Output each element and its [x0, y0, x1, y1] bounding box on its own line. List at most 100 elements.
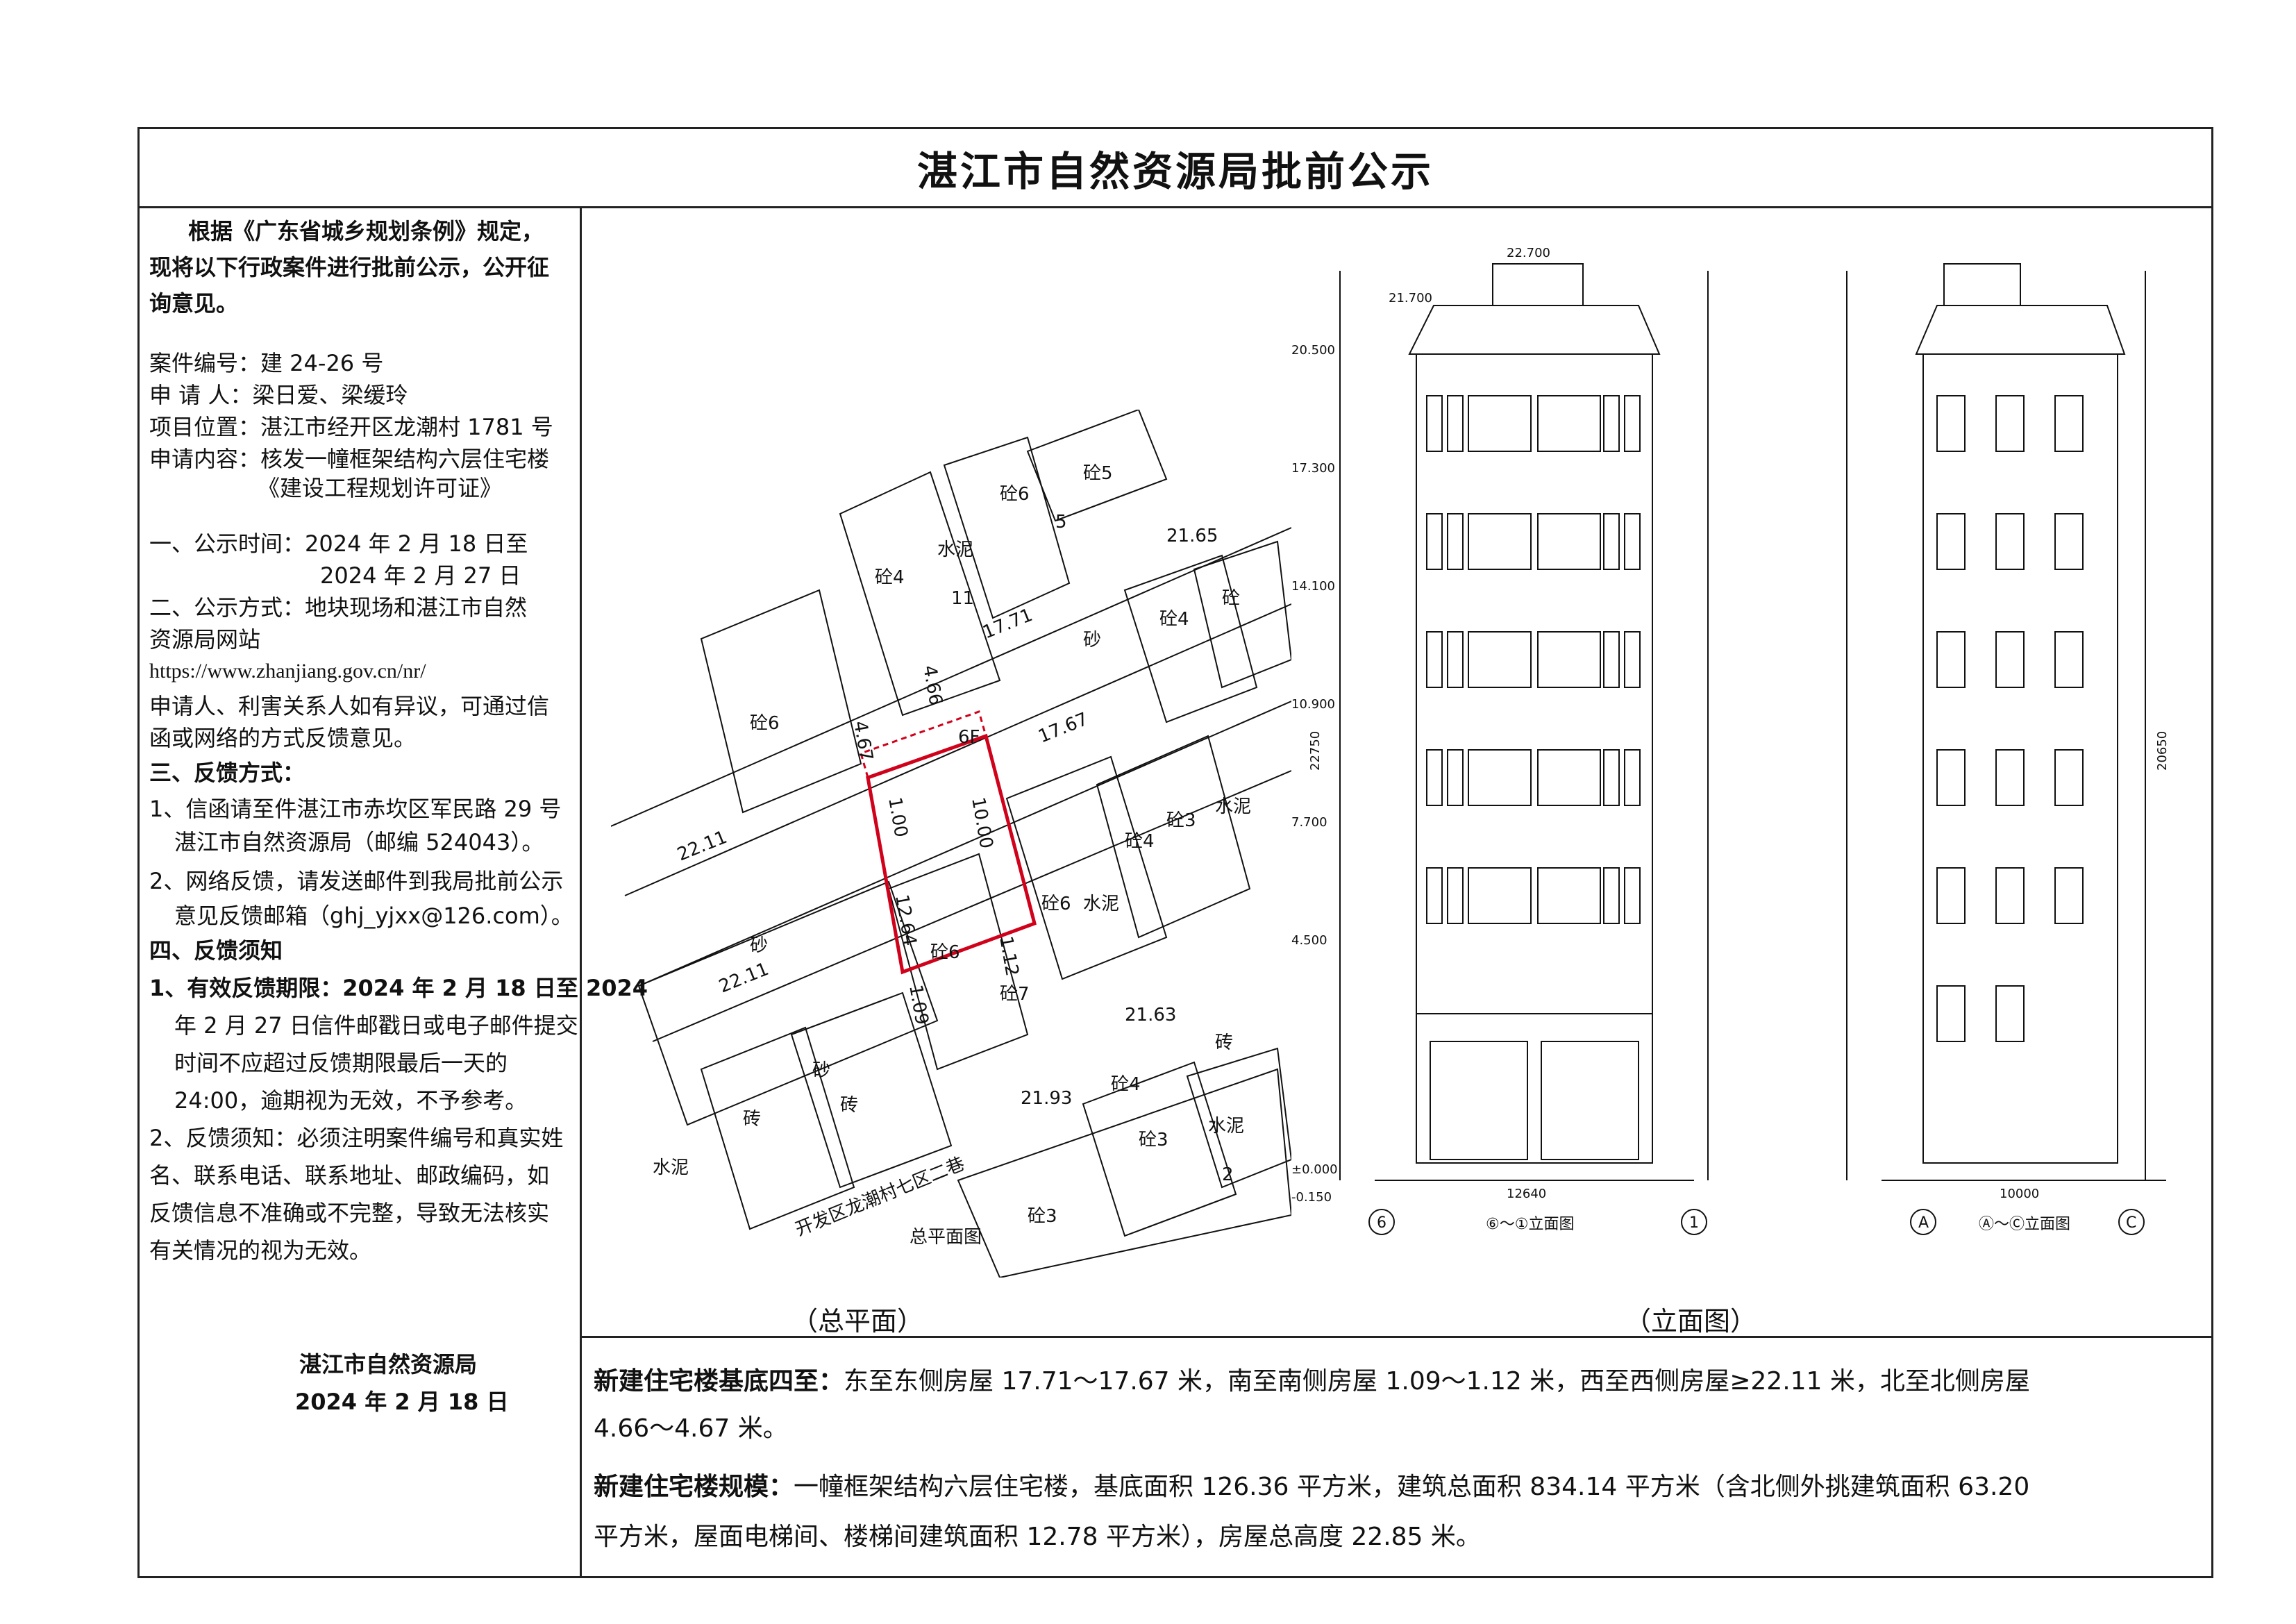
dim-side: 1.00: [884, 796, 912, 839]
window: [1936, 395, 1966, 452]
right-elevation-title: Ⓐ～Ⓒ立面图: [1979, 1216, 2070, 1233]
block-label: 砼3: [1028, 1206, 1057, 1227]
window: [1537, 395, 1601, 452]
window: [1936, 513, 1966, 570]
axis-marker: [1368, 1209, 1395, 1235]
window: [1624, 749, 1641, 806]
dim-west-a: 22.11: [674, 827, 730, 866]
setback-label: 新建住宅楼基底四至：: [594, 1367, 844, 1396]
building-outline: [637, 880, 939, 1126]
window: [1426, 513, 1443, 570]
block-label: 砼4: [875, 567, 905, 588]
axis-marker: [1681, 1209, 1707, 1235]
window: [1936, 867, 1966, 924]
page-title: 湛江市自然资源局批前公示: [916, 147, 1434, 195]
level-label: 4.500: [1291, 933, 1327, 948]
window: [2054, 513, 2084, 570]
block-label: 砼6: [750, 713, 780, 734]
application-content: 申请内容：核发一幢框架结构六层住宅楼: [149, 446, 550, 472]
left-garage-door-1: [1430, 1041, 1528, 1160]
block-label: 砂: [812, 1060, 830, 1081]
window: [1624, 631, 1641, 688]
window: [1537, 749, 1601, 806]
block-label: 水泥: [653, 1157, 689, 1178]
intro-line-3: 询意见。: [149, 290, 239, 317]
block-label: 砂: [750, 935, 768, 956]
block-label: 11: [951, 588, 974, 609]
setback-text: 东至东侧房屋 17.71～17.67 米，南至南侧房屋 1.09～1.12 米，…: [844, 1367, 2030, 1396]
block-label: 砼7: [1000, 984, 1030, 1005]
level-label: 21.700: [1389, 291, 1432, 305]
window: [1426, 867, 1443, 924]
axis-marker: [2118, 1209, 2145, 1235]
window: [1426, 395, 1443, 452]
window: [1603, 395, 1620, 452]
building-outline: [957, 1068, 1291, 1278]
window: [1447, 631, 1464, 688]
total-height-dim: 20650: [2155, 731, 2170, 771]
window: [1426, 631, 1443, 688]
window: [1603, 867, 1620, 924]
intro-line-2: 现将以下行政案件进行批前公示，公开征: [149, 254, 550, 281]
building-outline: [1026, 410, 1168, 522]
setback-line-2: 4.66～4.67 米。: [594, 1414, 788, 1443]
website-link[interactable]: https://www.zhanjiang.gov.cn/nr/: [149, 660, 426, 683]
block-label: 砼3: [1166, 810, 1196, 831]
window: [1936, 749, 1966, 806]
window: [1995, 513, 2025, 570]
level-label: ±0.000: [1291, 1162, 1338, 1177]
plan-label: 总平面图: [910, 1227, 982, 1248]
block-label: 砂: [1083, 630, 1101, 651]
building-outline: [1096, 735, 1251, 939]
level-label: 7.700: [1291, 815, 1327, 830]
axis-label: 6: [1377, 1214, 1386, 1232]
block-label: 砼3: [1139, 1130, 1168, 1150]
building-outline: [1123, 554, 1258, 723]
block-label: 2: [1222, 1164, 1234, 1185]
block-label: 砼6: [1000, 484, 1030, 505]
application-content-2: 《建设工程规划许可证》: [258, 475, 503, 501]
block-label: 砼6: [1041, 894, 1071, 914]
window: [1468, 749, 1532, 806]
dim-depth: 10.00: [967, 796, 996, 851]
objection-line-2: 函或网络的方式反馈意见。: [149, 725, 417, 751]
block-label: 砼4: [1111, 1074, 1141, 1095]
window: [1468, 395, 1532, 452]
feedback-heading: 三、反馈方式：: [149, 760, 305, 786]
building-outline: [839, 471, 1001, 717]
block-label: 水泥: [1208, 1116, 1244, 1137]
deadline-line-2: 年 2 月 27 日信件邮戳日或电子邮件提交: [174, 1012, 578, 1039]
notice-method-2: 资源局网站: [149, 626, 261, 653]
road-line: [652, 770, 1291, 1042]
total-height-dim: 22750: [1308, 731, 1323, 771]
level-label: 22.700: [1507, 246, 1550, 260]
deadline-line-4: 24:00，逾期视为无效，不予参考。: [174, 1087, 528, 1114]
axis-label: A: [1918, 1214, 1929, 1232]
building-outline: [1186, 1047, 1291, 1189]
left-elevation-title: ⑥～①立面图: [1486, 1216, 1574, 1233]
right-elevation-roof: [1915, 305, 2126, 355]
project-location: 项目位置：湛江市经开区龙潮村 1781 号: [149, 414, 553, 440]
elevation-c: 21.93: [1021, 1088, 1072, 1109]
applicant: 申 请 人：梁日爱、梁缓玲: [149, 382, 408, 408]
signature-date: 2024 年 2 月 18 日: [295, 1389, 509, 1415]
window: [2054, 867, 2084, 924]
block-label: 砼6: [930, 942, 960, 963]
dim-west-b: 22.11: [716, 959, 771, 998]
window: [1995, 867, 2025, 924]
feedback-email-1: 2、网络反馈，请发送邮件到我局批前公示: [149, 868, 564, 894]
elevation-drawing: 22.700 21.700 20.500 17.300 14.100 10.90…: [1291, 246, 2170, 1235]
elevation-caption: （立面图）: [1625, 1306, 1757, 1337]
objection-line-1: 申请人、利害关系人如有异议，可通过信: [149, 693, 550, 719]
window: [2054, 749, 2084, 806]
floor-label: 6F: [958, 727, 980, 748]
dim-south-a: 1.09: [905, 983, 932, 1026]
divider: [582, 1336, 2211, 1338]
level-label: 10.900: [1291, 697, 1335, 712]
building-outline: [1005, 755, 1168, 980]
building-outline: [700, 589, 862, 814]
window: [1995, 631, 2025, 688]
window: [1995, 749, 2025, 806]
block-label: 水泥: [1215, 796, 1251, 817]
window: [1603, 749, 1620, 806]
